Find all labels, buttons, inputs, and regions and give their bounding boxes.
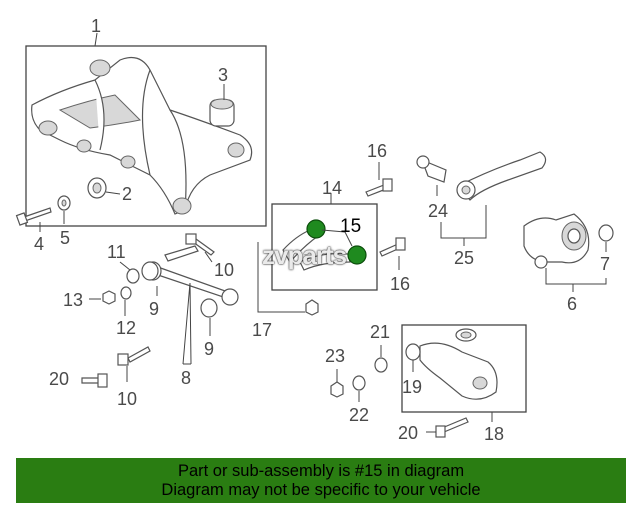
- banner-line-1: Part or sub-assembly is #15 in diagram: [177, 462, 465, 480]
- callout-20a: 20: [49, 369, 69, 389]
- upper-arm-box: [271, 203, 378, 291]
- washer-22: [352, 375, 366, 391]
- bolt-16a: [365, 178, 393, 197]
- bolt-20b: [435, 417, 469, 438]
- callout-17: 17: [252, 320, 272, 340]
- nut-13: [102, 290, 116, 305]
- callout-15: 15: [340, 216, 361, 237]
- washer-21: [374, 357, 388, 373]
- callout-20b: 20: [398, 423, 418, 443]
- washer-12: [120, 286, 132, 300]
- callout-19: 19: [402, 377, 422, 397]
- banner-line-2: Diagram may not be specific to your vehi…: [161, 481, 481, 499]
- callout-16a: 16: [367, 141, 387, 161]
- upper-arm-14: [282, 229, 351, 271]
- callout-16b: 16: [390, 274, 410, 294]
- callout-10b: 10: [117, 389, 137, 409]
- nut-23: [330, 381, 344, 398]
- lower-arm-box: [401, 324, 527, 413]
- bushing-3: [209, 98, 235, 127]
- callout-6: 6: [567, 294, 577, 314]
- bushing-9b: [200, 298, 218, 318]
- callout-13: 13: [63, 290, 83, 310]
- callout-21: 21: [370, 322, 390, 342]
- callout-4: 4: [34, 234, 44, 254]
- bolt-16b: [379, 237, 406, 257]
- knuckle-6: [523, 213, 590, 269]
- trailing-arm-25: [456, 151, 547, 201]
- bushing-15-highlighted: [306, 219, 367, 265]
- bushing-24: [416, 155, 447, 183]
- parts-diagram: 1 2 3 4 5: [15, 16, 614, 444]
- watermark-logo: zvparts: [262, 240, 347, 270]
- lower-arm-18: [419, 328, 498, 400]
- bushing-7: [598, 224, 614, 242]
- washer-11: [126, 268, 140, 284]
- crossmember-box: [25, 45, 267, 227]
- bolt-10a: [185, 233, 215, 256]
- crossmember-drawing: [31, 57, 253, 215]
- bolt-20a: [81, 373, 108, 388]
- info-banner: Part or sub-assembly is #15 in diagram D…: [16, 458, 626, 503]
- callout-18: 18: [484, 424, 504, 444]
- callout-11: 11: [107, 242, 126, 262]
- bushing-9a: [141, 261, 159, 281]
- callout-9b: 9: [204, 339, 214, 359]
- callout-25: 25: [454, 248, 474, 268]
- callout-9a: 9: [149, 299, 159, 319]
- washer-5: [57, 195, 71, 211]
- callout-8: 8: [181, 368, 191, 388]
- callout-5: 5: [60, 228, 70, 248]
- nut-17: [305, 299, 319, 316]
- callout-3: 3: [218, 65, 228, 85]
- callout-14: 14: [322, 178, 342, 198]
- bushing-2: [87, 177, 107, 199]
- callout-22: 22: [349, 405, 369, 425]
- callout-12: 12: [116, 318, 136, 338]
- callout-10a: 10: [214, 260, 234, 280]
- bolt-4: [15, 207, 52, 226]
- callout-2: 2: [122, 184, 132, 204]
- callout-1: 1: [91, 16, 101, 36]
- callout-23: 23: [325, 346, 345, 366]
- callout-24: 24: [428, 201, 448, 221]
- bushing-19: [405, 343, 421, 361]
- callout-7: 7: [600, 254, 610, 274]
- bolt-10b: [117, 346, 151, 366]
